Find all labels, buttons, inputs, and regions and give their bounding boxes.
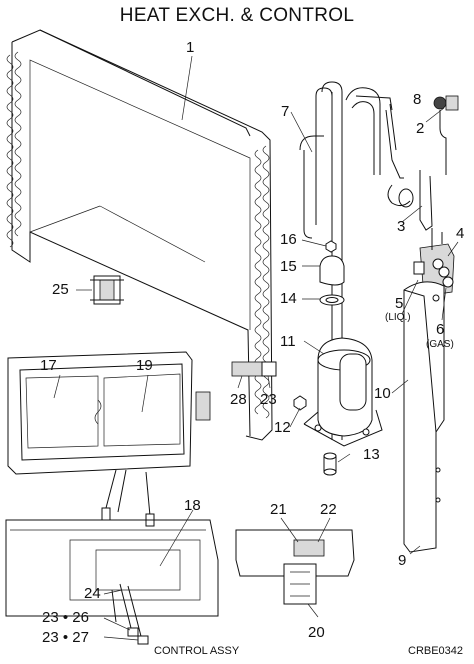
terminal-cover <box>319 255 345 286</box>
callout-23-27: 23 • 27 <box>42 629 89 646</box>
callout-9: 9 <box>398 552 407 569</box>
callout-13: 13 <box>363 446 380 463</box>
callout-17: 17 <box>40 357 57 374</box>
heat-exchanger <box>6 29 273 441</box>
nut <box>293 395 307 411</box>
callout-18: 18 <box>184 497 201 514</box>
control-board <box>7 351 211 527</box>
callout-10: 10 <box>374 385 391 402</box>
gasket <box>319 294 345 306</box>
callout-23-26: 23 • 26 <box>42 609 89 626</box>
callout-28: 28 <box>230 391 247 408</box>
callout-19: 19 <box>136 357 153 374</box>
callout-1: 1 <box>186 39 195 56</box>
callout-12: 12 <box>274 419 291 436</box>
connector <box>231 361 277 377</box>
callout-7: 7 <box>281 103 290 120</box>
gas-sublabel: (GAS) <box>426 339 454 350</box>
callout-23: 23 <box>260 391 277 408</box>
leader-lines <box>53 55 459 641</box>
capillary <box>419 170 433 231</box>
reactor <box>90 275 124 305</box>
callout-22: 22 <box>320 501 337 518</box>
callout-6: 6 <box>436 321 445 338</box>
control-assy-lower <box>5 519 219 645</box>
compressor <box>303 337 383 447</box>
control-assy-caption: CONTROL ASSY <box>154 645 240 657</box>
callout-4: 4 <box>456 225 465 242</box>
callout-5: 5 <box>395 295 404 312</box>
cover-panel <box>403 281 445 553</box>
callout-25: 25 <box>52 281 69 298</box>
pressure-switch <box>433 95 459 175</box>
callout-21: 21 <box>270 501 287 518</box>
small-nut <box>325 240 337 253</box>
callout-24: 24 <box>84 585 101 602</box>
callout-16: 16 <box>280 231 297 248</box>
control-box <box>235 529 355 605</box>
callout-11: 11 <box>280 333 296 350</box>
callout-20: 20 <box>308 624 325 641</box>
callout-14: 14 <box>280 290 297 307</box>
drawing-code: CRBE0342 <box>408 645 464 657</box>
liq-sublabel: (LIQ.) <box>385 312 411 323</box>
callout-2: 2 <box>416 120 425 137</box>
rubber-mount <box>323 452 337 476</box>
callout-8: 8 <box>413 91 422 108</box>
diagram-title: HEAT EXCH. & CONTROL <box>119 5 355 26</box>
callout-3: 3 <box>397 218 406 235</box>
callout-15: 15 <box>280 258 297 275</box>
